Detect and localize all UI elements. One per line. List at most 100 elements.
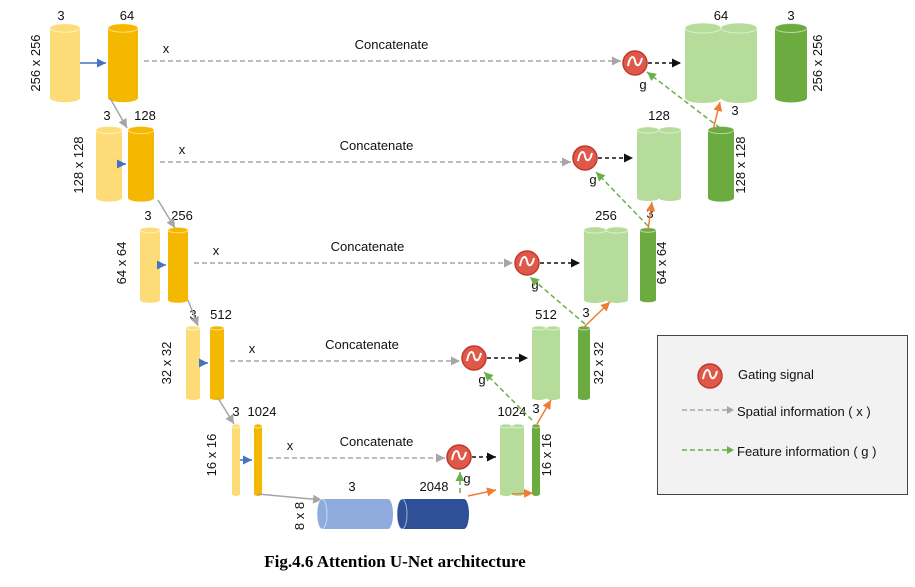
decoder-concat-block-2-top bbox=[605, 226, 629, 234]
concatenate-label-2: Concatenate bbox=[331, 239, 405, 254]
legend-feature-arrow-icon bbox=[682, 446, 734, 454]
encoder-input-channels-0: 3 bbox=[57, 8, 64, 23]
downsample-arrow-3 bbox=[217, 397, 235, 425]
decoder-output-block-0-bottom bbox=[775, 93, 807, 103]
decoder-concat-block-0-bottom bbox=[721, 92, 757, 104]
decoder-upsample-block-3 bbox=[532, 328, 546, 398]
figure-caption: Fig.4.6 Attention U-Net architecture bbox=[264, 552, 526, 571]
decoder-concat-block-3-top bbox=[545, 325, 561, 331]
encoder-input-block-1 bbox=[96, 130, 122, 198]
legend-box: Gating signal Spatial information ( x ) … bbox=[657, 335, 908, 495]
decoder-output-block-4-bottom bbox=[532, 492, 540, 496]
decoder-concat-block-0 bbox=[721, 28, 757, 98]
bottleneck-input-channels: 3 bbox=[348, 479, 355, 494]
decoder-channels-1: 128 bbox=[648, 108, 670, 123]
decoder-concat-block-3 bbox=[546, 328, 560, 398]
decoder-concat-block-4 bbox=[512, 426, 524, 494]
decoder-concat-block-0-top bbox=[720, 22, 758, 34]
encoder-conv-block-2-bottom bbox=[168, 297, 188, 303]
encoder-conv-block-2 bbox=[168, 230, 188, 300]
bottleneck-input-block-left bbox=[316, 498, 328, 530]
encoder-channels-2: 256 bbox=[171, 208, 193, 223]
downsample-arrow-0 bbox=[109, 97, 128, 129]
bottleneck-input-block-right bbox=[383, 499, 393, 529]
decoder-upsample-block-0-bottom bbox=[685, 92, 721, 104]
upsample-arrow-0 bbox=[511, 488, 534, 498]
encoder-conv-block-2-top bbox=[167, 226, 189, 234]
decoder-channels-2: 256 bbox=[595, 208, 617, 223]
encoder-channels-3: 512 bbox=[210, 307, 232, 322]
concatenate-label-3: Concatenate bbox=[325, 337, 399, 352]
concatenate-label-4: Concatenate bbox=[340, 434, 414, 449]
gating-signal-icon-3-s bbox=[466, 351, 482, 362]
skip-x-label-4: x bbox=[287, 438, 294, 453]
legend-spatial-label: Spatial information ( x ) bbox=[737, 404, 871, 419]
decoder-upsample-block-3-bottom bbox=[532, 396, 546, 400]
decoder-output-block-3-bottom bbox=[578, 396, 590, 400]
bottleneck-input-block bbox=[322, 499, 388, 529]
encoder-conv-block-3-bottom bbox=[210, 396, 224, 400]
decoder-output-channels-3: 3 bbox=[532, 401, 539, 416]
gate-g-label-1: g bbox=[589, 172, 596, 187]
encoder-size-label-2: 64 x 64 bbox=[114, 242, 129, 285]
decoder-upsample-block-1 bbox=[637, 130, 659, 198]
gating-signal-icon-2-s bbox=[519, 256, 535, 267]
decoder-size-label-3: 32 x 32 bbox=[591, 342, 606, 385]
legend-gating-label: Gating signal bbox=[738, 367, 814, 382]
decoder-size-label-4: 16 x 16 bbox=[539, 434, 554, 477]
encoder-channels-0: 64 bbox=[120, 8, 134, 23]
decoder-upsample-block-2-top bbox=[583, 226, 607, 234]
encoder-conv-block-1-bottom bbox=[128, 194, 154, 202]
decoder-channels-4: 1024 bbox=[498, 404, 527, 419]
encoder-input-block-3 bbox=[186, 328, 200, 398]
encoder-input-block-3-bottom bbox=[186, 396, 200, 400]
decoder-upsample-block-3-top bbox=[531, 325, 547, 331]
encoder-size-label-4: 16 x 16 bbox=[204, 434, 219, 477]
feature-arrow-3 bbox=[595, 171, 649, 227]
legend-gating-icon bbox=[697, 363, 723, 389]
skip-x-label-1: x bbox=[179, 142, 186, 157]
bottleneck-output-block-right bbox=[459, 499, 469, 529]
decoder-concat-block-1 bbox=[659, 130, 681, 198]
feature-arrow-4 bbox=[646, 71, 721, 129]
decoder-output-block-2 bbox=[640, 230, 656, 300]
decoder-upsample-block-0 bbox=[685, 28, 721, 98]
decoder-concat-block-4-top bbox=[511, 423, 525, 429]
encoder-size-label-3: 32 x 32 bbox=[159, 342, 174, 385]
upsample-arrow-2 bbox=[582, 301, 611, 329]
encoder-conv-block-0-top bbox=[107, 23, 139, 33]
encoder-conv-block-4-top bbox=[253, 423, 263, 429]
encoder-input-block-4 bbox=[232, 426, 240, 494]
gate-g-label-3: g bbox=[478, 372, 485, 387]
concatenate-label-0: Concatenate bbox=[355, 37, 429, 52]
encoder-input-channels-1: 3 bbox=[103, 108, 110, 123]
gate-g-label-0: g bbox=[639, 77, 646, 92]
encoder-conv-block-0-bottom bbox=[108, 93, 138, 103]
bottleneck-output-channels: 2048 bbox=[420, 479, 449, 494]
decoder-output-block-4 bbox=[532, 426, 540, 494]
decoder-concat-block-1-top bbox=[658, 126, 682, 134]
decoder-upsample-block-4 bbox=[500, 426, 512, 494]
encoder-input-block-0-top bbox=[49, 23, 81, 33]
encoder-input-block-2-top bbox=[139, 226, 161, 234]
decoder-upsample-block-4-top bbox=[499, 423, 513, 429]
decoder-output-block-1-bottom bbox=[708, 194, 734, 202]
encoder-size-label-1: 128 x 128 bbox=[71, 136, 86, 193]
bottleneck-up-arrow bbox=[467, 487, 497, 497]
decoder-channels-0: 64 bbox=[714, 8, 728, 23]
encoder-input-block-2 bbox=[140, 230, 160, 300]
decoder-output-channels-0: 3 bbox=[731, 103, 738, 118]
encoder-conv-block-3 bbox=[210, 328, 224, 398]
encoder-conv-block-1-top bbox=[127, 125, 155, 135]
decoder-output-block-3 bbox=[578, 328, 590, 398]
encoder-channels-1: 128 bbox=[134, 108, 156, 123]
decoder-size-label-0: 256 x 256 bbox=[810, 34, 825, 91]
feature-arrow-2 bbox=[529, 276, 586, 325]
decoder-output-block-4-top bbox=[531, 423, 541, 429]
downsample-arrow-2 bbox=[187, 299, 199, 327]
upsample-arrow-3 bbox=[646, 201, 656, 231]
gating-signal-icon-0-s bbox=[627, 56, 643, 67]
decoder-upsample-block-2-bottom bbox=[584, 296, 606, 304]
gate-g-label-2: g bbox=[531, 277, 538, 292]
encoder-input-channels-4: 3 bbox=[232, 404, 239, 419]
